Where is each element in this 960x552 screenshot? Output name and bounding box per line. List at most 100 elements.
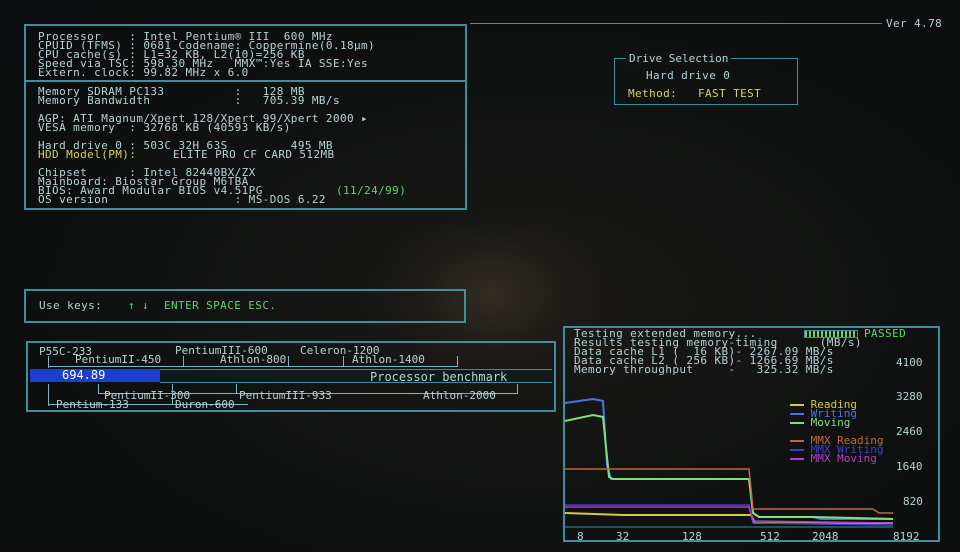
legend-swatch [790, 413, 804, 415]
bench-ref-label: PentiumII-300 [104, 389, 191, 402]
selected-drive[interactable]: Hard drive 0 [646, 69, 731, 82]
graph-y-tick: 1640 [896, 460, 923, 473]
chipset-line: Chipset : Intel 82440BX/ZX [38, 166, 256, 179]
graph-y-tick: 820 [903, 495, 923, 508]
bench-tick [517, 384, 518, 394]
hdd-model-value: ELITE PRO CF CARD 512MB [173, 148, 335, 161]
bench-ref-label: Celeron-1200 [300, 344, 380, 357]
cpu-info-line: Speed via TSC: 598.30 MHz MMX™:Yes IA SS… [38, 57, 369, 70]
bench-tick [98, 393, 518, 394]
series-moving-line [564, 413, 893, 520]
version-label: Ver 4.78 [886, 17, 943, 30]
bench-tick [48, 366, 458, 367]
bench-tick [98, 384, 99, 394]
graph-x-tick: 2048 [812, 530, 839, 543]
bench-ref-label: Pentium-133 [56, 398, 129, 411]
legend-mmx-writing: MMX Writing [790, 444, 883, 455]
keys-label: Use keys: [39, 299, 103, 312]
graph-y-tick: 2460 [896, 425, 923, 438]
legend-label: MMX Reading [810, 434, 884, 447]
memtest-progress-icon [804, 330, 858, 338]
hdd-line: Hard drive 0 : 503C 32H 63S 495 MB [38, 139, 333, 152]
legend-writing: Writing [790, 408, 857, 419]
legend-label: Moving [810, 416, 851, 429]
legend-swatch [790, 404, 804, 406]
graph-y-tick: 4100 [896, 356, 923, 369]
series-mmx-moving-line [565, 506, 893, 524]
benchmark-track [160, 369, 552, 383]
memtest-line: Data cache L1 ( 16 KB)- 2267.09 MB/s [574, 345, 834, 358]
legend-mmx-moving: MMX Moving [790, 453, 877, 464]
series-mmx-reading-line [565, 468, 893, 514]
graph-y-tick: 3280 [896, 390, 923, 403]
video-line: AGP: ATI Magnum/Xpert 128/Xpert 99/Xpert… [38, 112, 369, 125]
keys-panel [24, 289, 466, 323]
top-rule [470, 23, 882, 24]
bench-tick [457, 356, 458, 366]
cpu-info-line: CPU cache(s) : L1=32 KB, L2(10)=256 KB [38, 48, 305, 61]
bench-ref-label: PentiumIII-933 [239, 389, 332, 402]
drive-selection-title: Drive Selection [626, 52, 732, 65]
memory-timing-graph [563, 397, 893, 528]
memory-test-panel [563, 326, 940, 542]
bench-tick [288, 356, 289, 366]
system-info-panel [24, 24, 467, 210]
legend-label: MMX Moving [810, 452, 877, 465]
legend-label: Writing [810, 407, 857, 420]
bios-line: BIOS: Award Modular BIOS v4.51PG [38, 184, 263, 197]
cpu-info-line: Processor : Intel Pentium® III 600 MHz [38, 30, 333, 43]
graph-x-tick: 32 [616, 530, 630, 543]
bench-ref-label: Athlon-2000 [423, 389, 496, 402]
bench-tick [236, 384, 237, 394]
memtest-line: Memory throughput - 325.32 MB/s [574, 363, 834, 376]
legend-swatch [790, 440, 804, 442]
legend-swatch [790, 449, 804, 451]
bench-tick [172, 384, 173, 404]
legend-moving: Moving [790, 417, 850, 428]
os-line: OS version : MS-DOS 6.22 [38, 193, 326, 206]
keys-hint: ENTER SPACE ESC. [164, 299, 277, 312]
graph-x-tick: 8 [577, 530, 584, 543]
memtest-line: Data cache L2 ( 256 KB)- 1266.69 MB/s [574, 354, 834, 367]
bench-ref-label: Athlon-1400 [352, 353, 425, 366]
mainboard-line: Mainboard: Biostar Group M6TBA [38, 175, 249, 188]
cpu-info-line: Extern. clock: 99.82 MHz x 6.0 [38, 66, 249, 79]
system-info-divider [26, 80, 465, 82]
bench-ref-label: PentiumII-450 [75, 353, 162, 366]
bench-ref-label: PentiumIII-600 [175, 344, 268, 357]
memtest-line: Testing extended memory... [574, 327, 757, 340]
bench-ref-label: Athlon-800 [220, 353, 287, 366]
cpu-info-line: CPUID (TFMS) : 0681 Codename: Coppermine… [38, 39, 376, 52]
bench-tick [48, 356, 49, 368]
graph-x-tick: 8192 [893, 530, 920, 543]
bench-tick [48, 384, 49, 406]
bench-ref-label: Duron-600 [175, 398, 235, 411]
memtest-status: PASSED [864, 327, 907, 340]
legend-mmx-reading: MMX Reading [790, 435, 883, 446]
benchmark-score: 694.89 [62, 368, 106, 382]
video-line: VESA memory : 32768 KB (40593 KB/s) [38, 121, 291, 134]
arrow-keys-icon: ↑ ↓ [128, 299, 150, 312]
hdd-model-label: HDD Model(PM): [38, 148, 137, 161]
benchmark-panel [26, 341, 556, 412]
legend-reading: Reading [790, 399, 857, 410]
graph-x-tick: 128 [682, 530, 702, 543]
method-label: Method: [628, 87, 678, 100]
legend-swatch [790, 458, 804, 460]
bench-tick [343, 356, 344, 366]
bench-tick [48, 404, 248, 405]
benchmark-label: Processor benchmark [370, 370, 508, 384]
bench-tick [183, 356, 184, 366]
memory-line: Memory SDRAM PC133 : 128 MB [38, 85, 305, 98]
bios-date: (11/24/99) [336, 184, 407, 197]
bench-ref-label: P55C-233 [39, 345, 92, 358]
method-value[interactable]: FAST TEST [698, 87, 762, 100]
legend-label: MMX Writing [810, 443, 884, 456]
benchmark-score-bar [30, 369, 161, 382]
legend-label: Reading [810, 398, 857, 411]
memtest-line: Results testing memory-timing (MB/s) [574, 336, 862, 349]
graph-x-tick: 512 [760, 530, 780, 543]
memory-line: Memory Bandwidth : 705.39 MB/s [38, 94, 340, 107]
legend-swatch [790, 422, 804, 424]
